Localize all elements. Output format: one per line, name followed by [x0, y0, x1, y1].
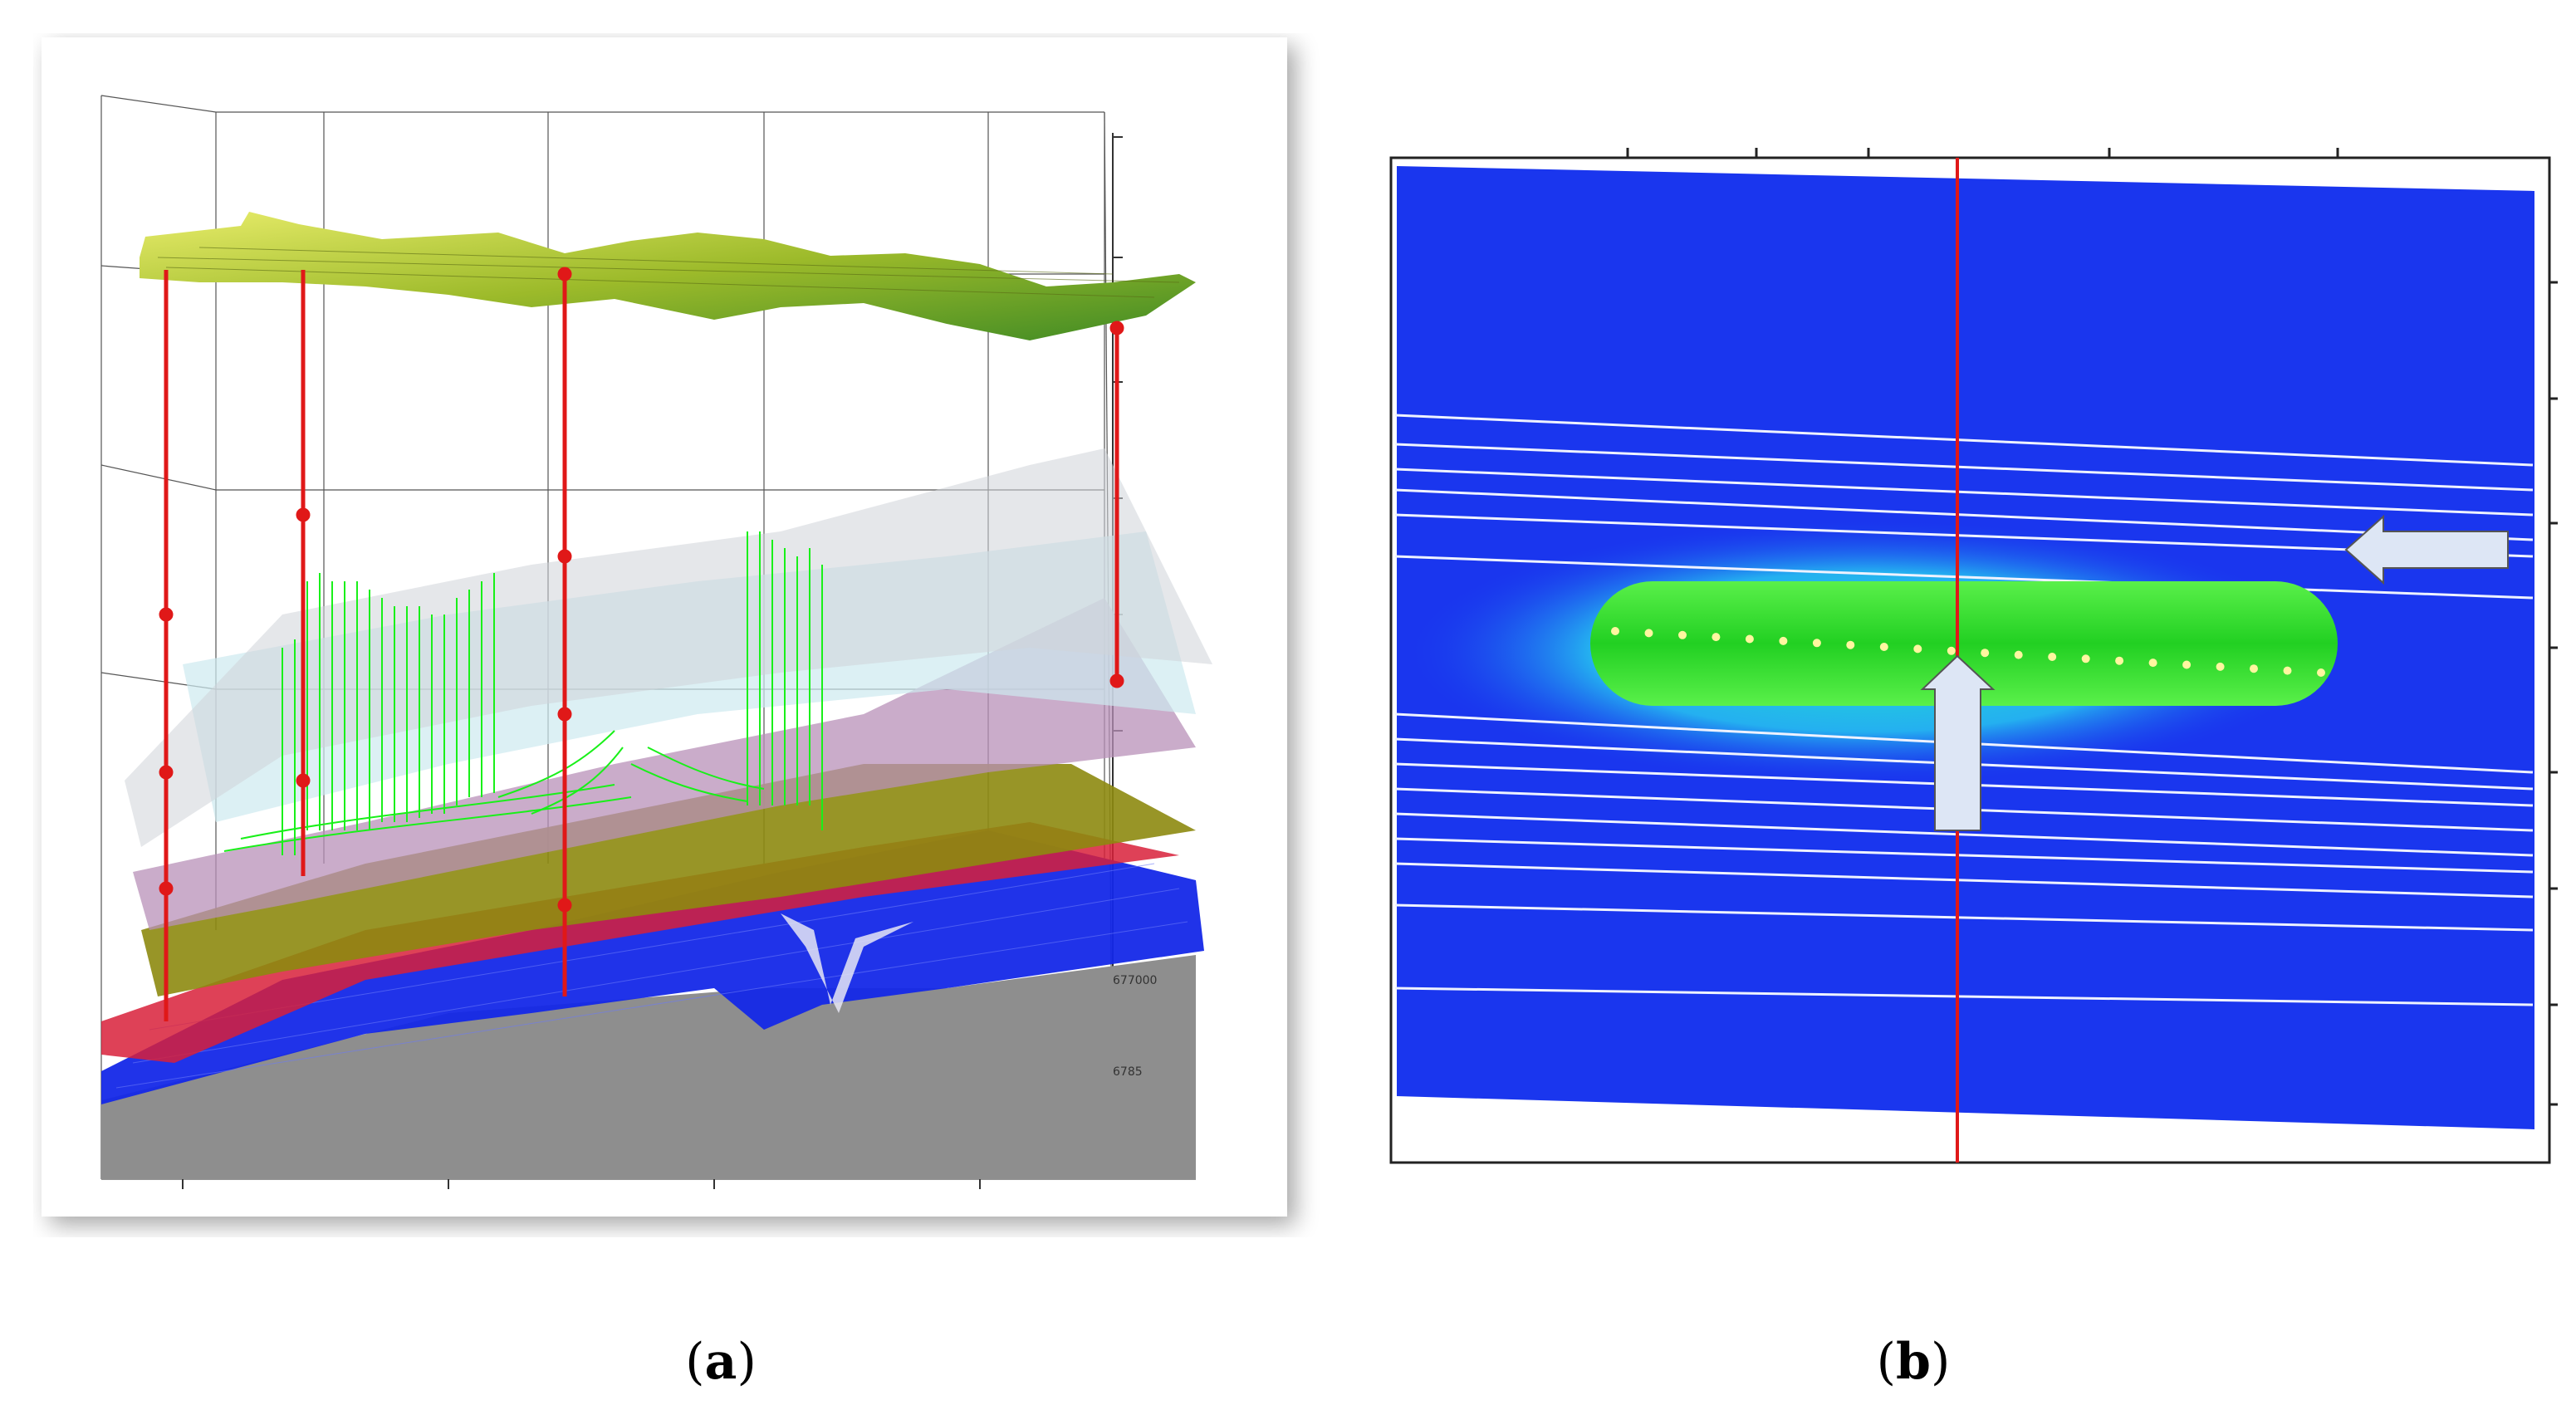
well-dot: [2148, 659, 2157, 668]
well-dot: [2048, 653, 2057, 661]
well-dot: [1947, 646, 1956, 655]
well-dot: [2250, 664, 2258, 673]
well-dot: [2182, 660, 2192, 669]
well-dot: [1644, 629, 1653, 638]
well-dot: [1879, 643, 1888, 651]
well-dot: [1745, 634, 1754, 644]
caption-b-letter: b: [1896, 1333, 1931, 1391]
base-layer: [101, 955, 1196, 1179]
pink-layer: [133, 598, 1196, 930]
light-gray-layer: [125, 448, 1212, 847]
well-dot: [1981, 649, 1990, 658]
well-dot: [1611, 627, 1619, 635]
well-dot: [1712, 633, 1721, 642]
caption-b-close: ): [1930, 1333, 1951, 1391]
well-dot: [1678, 630, 1687, 639]
well-dot: [1846, 640, 1855, 649]
caption-a: (a): [638, 1333, 804, 1391]
top-ticks: [1626, 148, 2339, 158]
well-dot: [2317, 668, 2325, 677]
blue-mesh-layer: [101, 830, 1204, 1104]
up-arrow-icon: [1920, 654, 1996, 831]
caption-a-open: (: [685, 1333, 705, 1391]
streamlines: [223, 531, 823, 855]
wells: [159, 267, 1124, 1021]
axis-label-northing-2: 6785: [1113, 1065, 1143, 1079]
well-dot: [1913, 644, 1922, 654]
blue-mesh-lines: [115, 863, 1188, 1089]
well-dot: [2216, 662, 2225, 671]
panel-a-3d-model: 677000 6785: [33, 33, 1329, 1237]
panel-b-plan-view: [1379, 141, 2574, 1171]
caption-b-open: (: [1876, 1333, 1897, 1391]
axis-label-northing-1: 677000: [1113, 974, 1157, 987]
top-surface: [140, 212, 1196, 340]
drawdown-funnel: [781, 913, 913, 1013]
well-dots: [1611, 627, 2325, 677]
panel-b-svg: [1389, 148, 2558, 1164]
well-dot: [2115, 656, 2124, 665]
well-dot: [2283, 666, 2292, 675]
well-dot: [1812, 639, 1821, 648]
well-dot: [2014, 650, 2023, 659]
well-dot: [2081, 654, 2090, 663]
panel-a-svg: 677000 6785: [42, 37, 1287, 1217]
caption-a-letter: a: [704, 1333, 737, 1391]
red-band-layer: [101, 822, 1179, 1063]
caption-a-close: ): [737, 1333, 757, 1391]
well-dot: [1779, 636, 1788, 645]
caption-b: (b): [1830, 1333, 1996, 1391]
top-surface-contours: [157, 247, 1180, 298]
right-ticks: [2549, 281, 2558, 1106]
olive-layer: [141, 764, 1196, 996]
plume-core: [1590, 581, 2338, 706]
left-arrow-icon: [2344, 514, 2509, 585]
